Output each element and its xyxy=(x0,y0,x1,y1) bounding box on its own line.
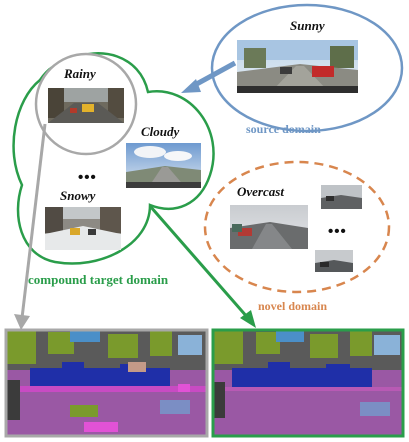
cloudy-label: Cloudy xyxy=(141,124,180,139)
overcast-photo-main xyxy=(230,205,308,249)
rainy-label: Rainy xyxy=(63,66,96,81)
segmentation-map-gray-frame xyxy=(4,328,209,438)
snowy-photo xyxy=(45,207,121,250)
compound-target-domain-label: compound target domain xyxy=(28,272,169,287)
sunny-label: Sunny xyxy=(290,18,325,33)
arrow-right-to-left-icon xyxy=(181,60,237,93)
sunny-photo xyxy=(237,40,358,93)
arrow-down-right-icon xyxy=(148,205,256,328)
cloudy-photo xyxy=(126,143,201,188)
novel-ellipsis: ••• xyxy=(328,223,347,240)
snowy-label: Snowy xyxy=(60,188,96,203)
overcast-photo-top-small xyxy=(321,185,362,209)
segmentation-map-green-frame xyxy=(211,328,405,438)
source-domain-label: source domain xyxy=(246,122,321,136)
overcast-photo-bottom-small xyxy=(315,250,353,272)
arrow-down-icon xyxy=(14,123,47,330)
rainy-photo xyxy=(48,88,124,123)
overcast-label: Overcast xyxy=(237,184,284,199)
compound-ellipsis: ••• xyxy=(78,169,97,186)
novel-domain-label: novel domain xyxy=(258,299,327,313)
